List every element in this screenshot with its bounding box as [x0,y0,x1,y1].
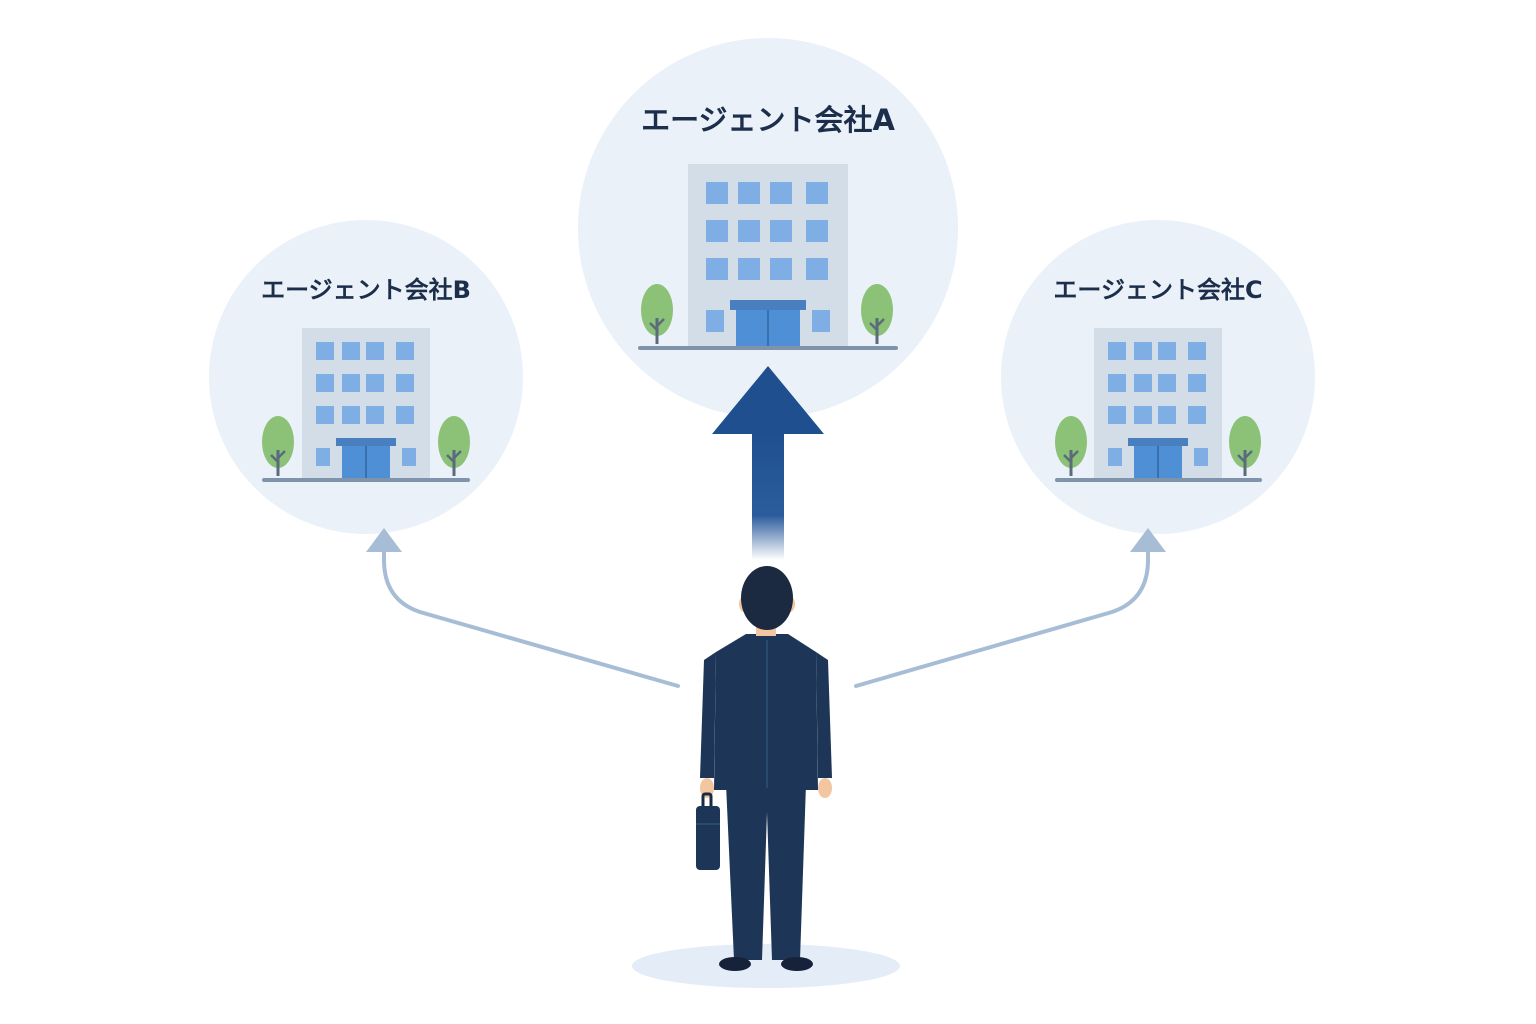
briefcase-icon [696,792,720,870]
person-icon [700,566,832,971]
company-c-building-icon [1093,327,1223,479]
company-a-ground [638,346,898,350]
company-b-label: エージェント会社B [261,276,471,304]
person-shadow [632,944,900,988]
arrow-to-company-c [854,528,1166,688]
company-b-ground [262,478,470,482]
company-a-label: エージェント会社A [641,103,895,137]
company-a-building-icon [687,163,849,349]
arrow-to-company-b [366,528,680,688]
arrow-up-icon [712,366,824,560]
company-c-label: エージェント会社C [1053,276,1262,304]
company-b-building-icon [301,327,431,479]
company-c-ground [1055,478,1262,482]
